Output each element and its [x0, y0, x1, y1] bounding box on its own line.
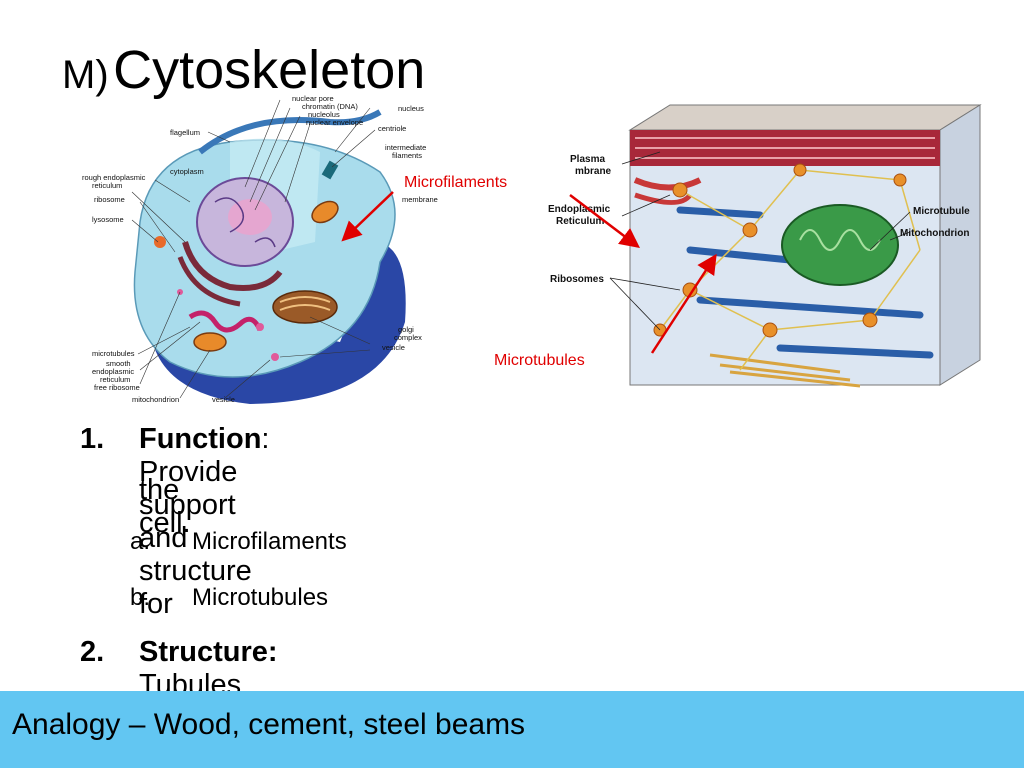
title-main: Cytoskeleton	[113, 40, 426, 100]
label-lysosome: lysosome	[92, 215, 124, 224]
sub-a-text: Microfilaments	[192, 528, 347, 555]
analogy-footer: Analogy – Wood, cement, steel beams	[0, 691, 1024, 768]
label-vesicle: vesicle	[382, 343, 405, 352]
animal-cell-diagram: nuclear pore chromatin (DNA) nucleolus n…	[82, 94, 438, 404]
label-nucleus: nucleus	[398, 104, 424, 113]
callout-microfilaments: Microfilaments	[404, 174, 508, 191]
label-free-ribosome: free ribosome	[94, 383, 140, 392]
label-microtubule: Microtubule	[913, 206, 970, 217]
sub-a-letter: a.	[130, 528, 151, 555]
label-chromatin: chromatin (DNA)	[302, 102, 358, 111]
item1-bold: Function	[139, 423, 262, 455]
microfilaments-arrow-right	[569, 194, 640, 249]
item2-bold: Structure:	[139, 636, 278, 668]
label-vesicle-bottom: vesicle	[212, 395, 235, 404]
slide-title: M) Cytoskeleton	[62, 30, 582, 100]
label-microtubules: microtubules	[92, 349, 135, 358]
analogy-text: Analogy – Wood, cement, steel beams	[12, 708, 526, 741]
item1-line1: Function: Provide support and structure …	[139, 423, 269, 621]
label-mitochondrion: mitochondrion	[132, 395, 179, 404]
item1-rest: : Provide support and structure for	[139, 423, 270, 620]
callout-microtubules: Microtubules	[494, 352, 585, 369]
microfilaments-arrow-left	[341, 191, 394, 242]
label-ribosome: ribosome	[94, 195, 125, 204]
label-ribosomes: Ribosomes	[550, 274, 604, 285]
label-membrane: membrane	[402, 195, 438, 204]
label-centriole: centriole	[378, 124, 406, 133]
label-nuclear-pore: nuclear pore	[292, 94, 334, 103]
label-mitochondrion-right: Mitochondrion	[900, 228, 969, 239]
title-prefix: M)	[62, 53, 109, 97]
label-nucleolus: nucleolus	[308, 110, 340, 119]
item2-number: 2.	[80, 636, 105, 668]
item1-number: 1.	[80, 423, 105, 455]
sub-b-letter: b.	[130, 584, 151, 611]
label-cytoplasm: cytoplasm	[170, 167, 204, 176]
label-flagellum: flagellum	[170, 128, 200, 137]
item1-line2: the cell.	[139, 474, 191, 539]
label-nuclear-envelope: nuclear envelope	[306, 118, 363, 127]
sub-b-text: Microtubules	[192, 584, 329, 611]
microtubules-arrow	[650, 253, 717, 354]
